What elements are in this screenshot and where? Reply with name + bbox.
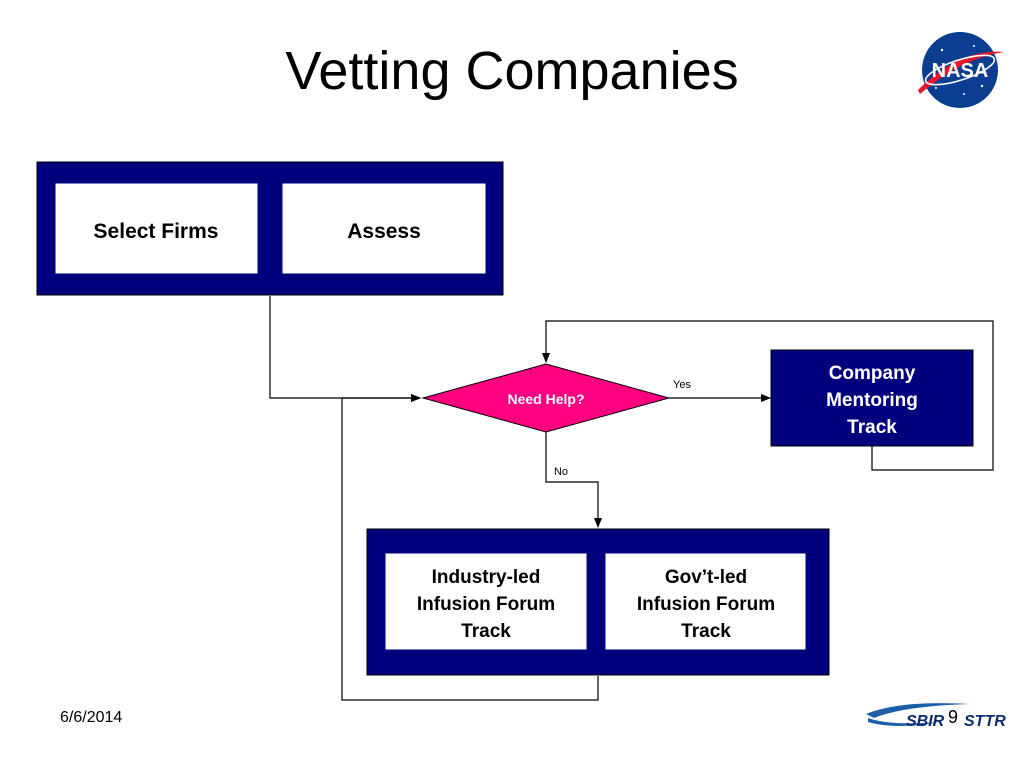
nasa-logo-orbit [924, 54, 996, 86]
assess-node [281, 182, 487, 275]
govt-forum-label-line-2: Infusion Forum [637, 594, 775, 615]
nasa-logo-swoosh [918, 51, 1004, 94]
need-help-label: Need Help? [507, 391, 584, 407]
industry-forum-label-line-1: Industry-led [432, 567, 541, 588]
no-label: No [554, 466, 568, 478]
slide-title: Vetting Companies [285, 41, 739, 101]
govt-forum-node [604, 552, 807, 651]
select-firms-node [54, 182, 259, 275]
slide-date: 6/6/2014 [60, 709, 123, 726]
mentoring-label-line-1: Company [829, 363, 916, 384]
govt-forum-label-line-3: Track [681, 621, 731, 642]
mentoring-node [770, 349, 974, 447]
edge-vetting-to-decision [269, 296, 421, 402]
sttr-logo-text: STTR [964, 713, 1006, 730]
nasa-logo-globe [922, 32, 998, 108]
mentoring-label-line-3: Track [847, 417, 897, 438]
edge-no [545, 432, 602, 528]
nasa-logo: NASA [918, 32, 1004, 108]
mentoring-label-line-2: Mentoring [826, 390, 918, 411]
nasa-logo-text: NASA [932, 60, 989, 82]
edge-forum-loop [341, 394, 599, 701]
industry-forum-label-line-3: Track [461, 621, 511, 642]
govt-forum-label-line-1: Gov’t-led [665, 567, 747, 588]
edge-mentoring-loop [542, 320, 994, 471]
page-number: 9 [948, 707, 959, 727]
industry-forum-label-line-2: Infusion Forum [417, 594, 555, 615]
sbir-logo-swoosh [866, 703, 970, 718]
select-firms-label: Select Firms [94, 220, 219, 243]
sbir-sttr-logo: SBIR STTR [866, 703, 1006, 730]
yes-label: Yes [673, 379, 691, 391]
sbir-logo-text: SBIR [906, 713, 945, 730]
assess-label: Assess [347, 220, 421, 243]
industry-forum-node [384, 552, 588, 651]
